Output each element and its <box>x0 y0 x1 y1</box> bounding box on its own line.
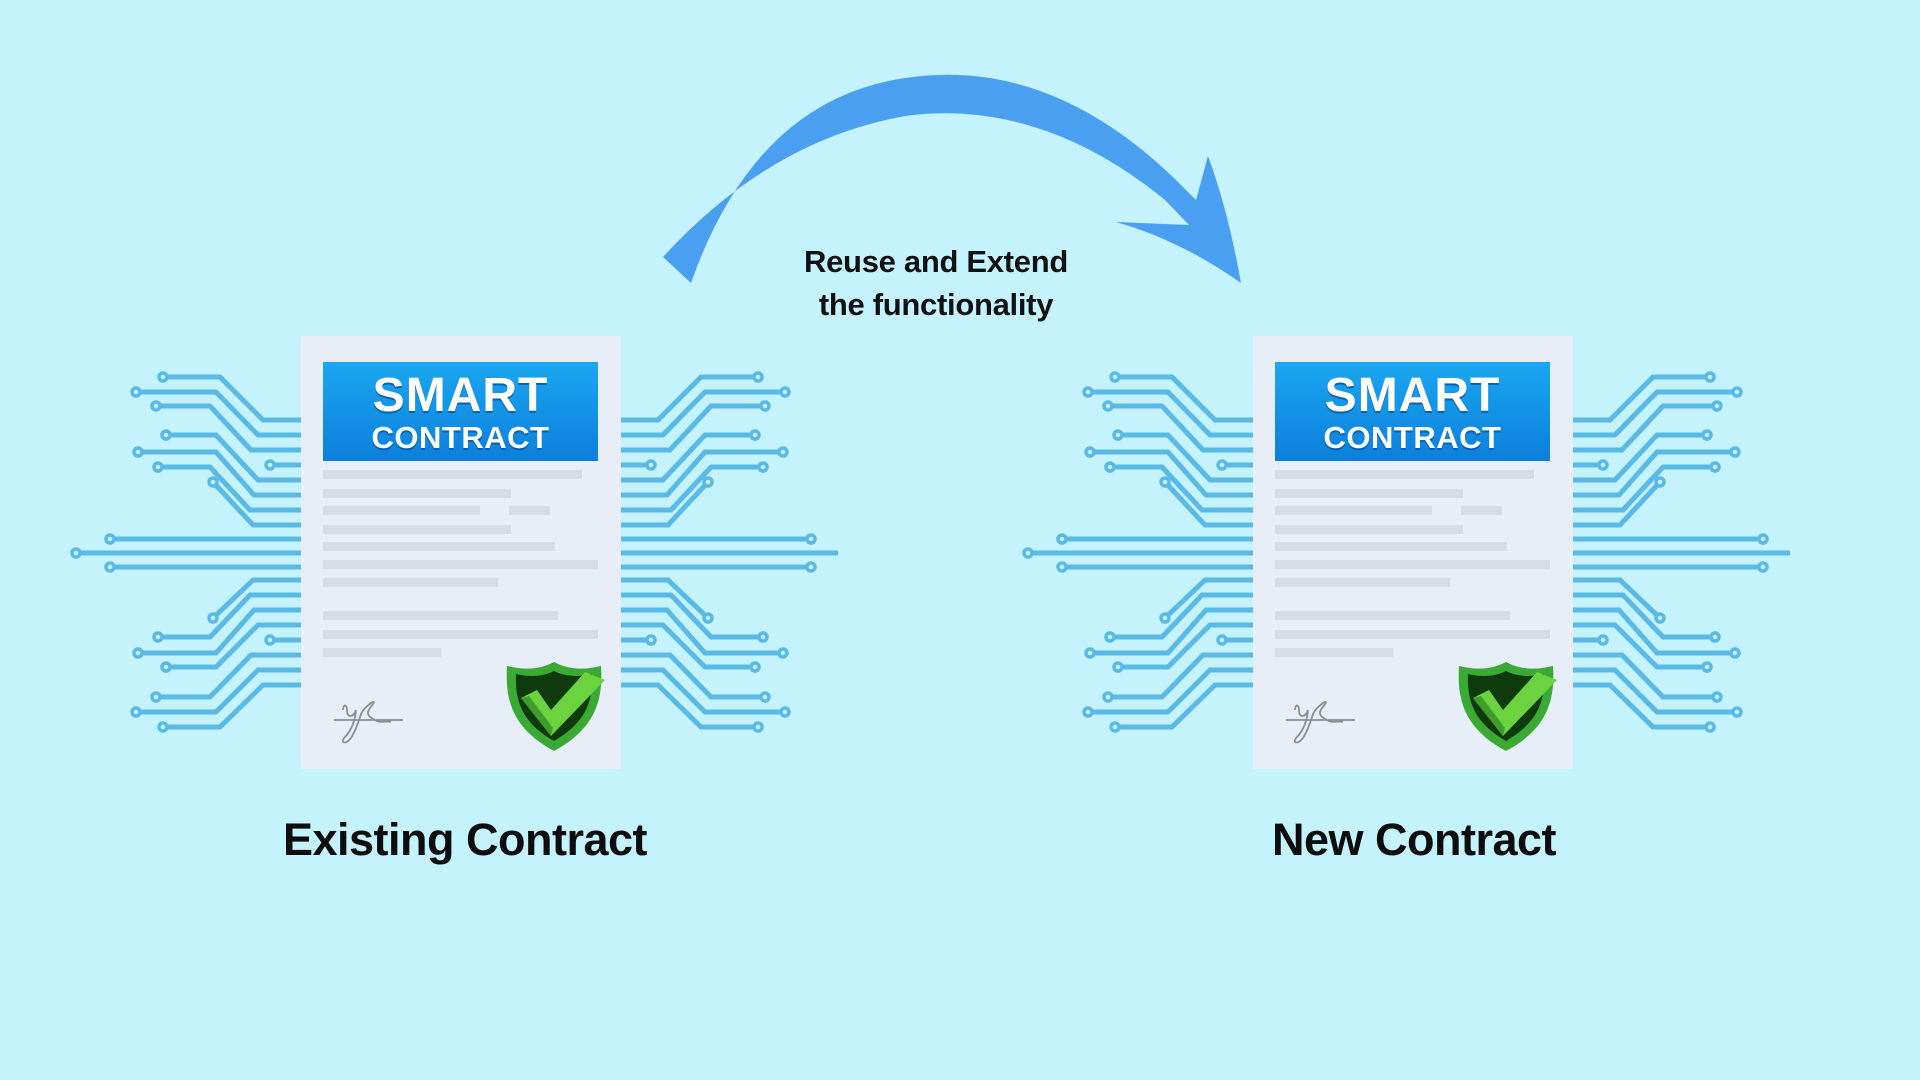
banner-title: SMART <box>1324 369 1501 422</box>
existing-contract: SMART CONTRACT <box>38 300 838 780</box>
contract-document: SMART CONTRACT <box>1253 336 1573 769</box>
new-contract: SMART CONTRACT <box>990 300 1790 780</box>
smart-contract-banner: SMART CONTRACT <box>1275 362 1550 461</box>
banner-title: SMART <box>372 369 549 422</box>
shield-check-icon <box>506 662 605 751</box>
banner-subtitle: CONTRACT <box>1323 420 1502 455</box>
circuit-traces-icon <box>70 371 838 733</box>
contract-document: SMART CONTRACT <box>301 336 621 769</box>
smart-contract-banner: SMART CONTRACT <box>323 362 598 461</box>
circuit-traces-icon <box>1022 371 1790 733</box>
shield-check-icon <box>1458 662 1557 751</box>
arrow-caption: Reuse and Extend the functionality <box>736 240 1136 326</box>
new-contract-label: New Contract <box>1271 814 1557 865</box>
signature-icon <box>1286 701 1355 744</box>
existing-contract-label: Existing Contract <box>282 814 648 865</box>
caption-line-2: the functionality <box>818 287 1054 322</box>
signature-icon <box>334 701 403 744</box>
banner-subtitle: CONTRACT <box>371 420 550 455</box>
caption-line-1: Reuse and Extend <box>804 244 1068 279</box>
